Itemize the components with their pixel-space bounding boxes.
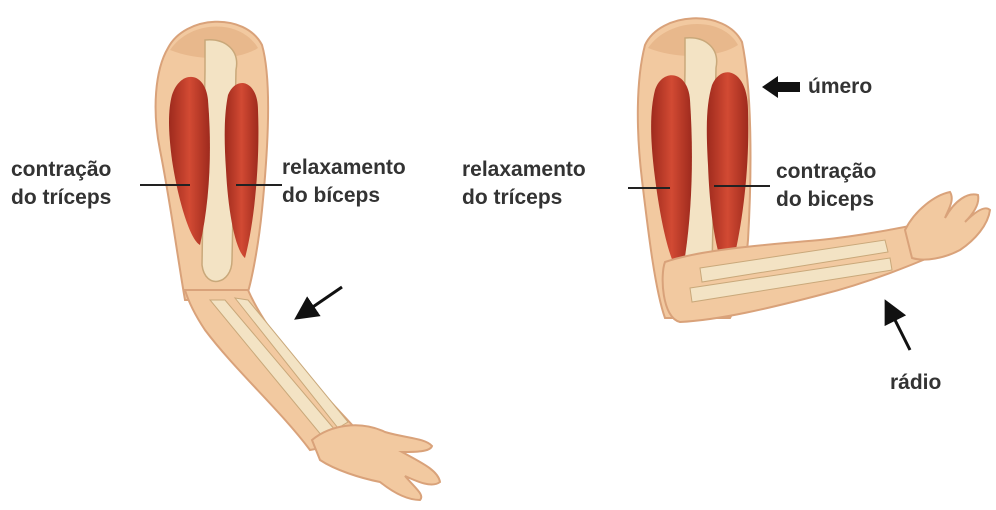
left-arm-extended	[140, 22, 440, 500]
humerus-arrow	[762, 76, 800, 98]
right-triceps-label-line2: do tríceps	[462, 184, 586, 212]
right-biceps-label: contração do biceps	[776, 158, 876, 214]
left-biceps-label-line1: relaxamento	[282, 154, 406, 182]
left-forearm-arrow	[304, 287, 342, 313]
radius-label-text: rádio	[890, 369, 941, 397]
right-triceps-label: relaxamento do tríceps	[462, 156, 586, 212]
left-triceps-label-line1: contração	[11, 156, 111, 184]
left-triceps-label: contração do tríceps	[11, 156, 111, 212]
left-triceps-label-line2: do tríceps	[11, 184, 111, 212]
radius-arrow	[890, 310, 910, 350]
left-biceps-label-line2: do bíceps	[282, 182, 406, 210]
left-hand	[312, 425, 440, 500]
left-biceps-label: relaxamento do bíceps	[282, 154, 406, 210]
left-ulna	[210, 300, 335, 436]
right-hand	[905, 192, 990, 260]
right-biceps-label-line1: contração	[776, 158, 876, 186]
right-triceps-label-line1: relaxamento	[462, 156, 586, 184]
radius-label: rádio	[890, 369, 941, 397]
humerus-label: úmero	[808, 73, 872, 101]
right-biceps-label-line2: do biceps	[776, 186, 876, 214]
humerus-label-text: úmero	[808, 73, 872, 101]
